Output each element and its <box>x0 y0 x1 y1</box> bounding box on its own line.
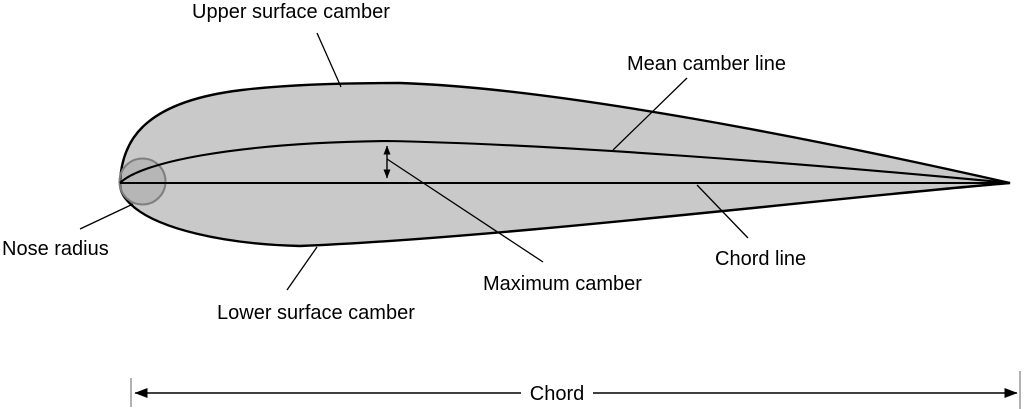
leader-upper-surface-camber <box>316 32 342 88</box>
label-upper-surface-camber: Upper surface camber <box>192 1 390 23</box>
leader-lower-surface-camber <box>286 246 318 291</box>
label-nose-radius: Nose radius <box>2 238 109 260</box>
airfoil-body <box>118 81 1011 248</box>
label-maximum-camber: Maximum camber <box>483 273 642 295</box>
label-chord-line: Chord line <box>715 248 806 270</box>
label-chord: Chord <box>530 383 584 405</box>
label-lower-surface-camber: Lower surface camber <box>217 302 415 324</box>
leader-mean-camber-line <box>612 77 688 151</box>
leader-chord-line <box>696 184 749 239</box>
leader-maximum-camber <box>386 158 544 263</box>
leader-nose-radius <box>79 203 134 230</box>
mean-camber-line-path <box>119 139 1011 185</box>
nose-radius-circle <box>118 157 167 206</box>
label-mean-camber-line: Mean camber line <box>627 53 786 75</box>
